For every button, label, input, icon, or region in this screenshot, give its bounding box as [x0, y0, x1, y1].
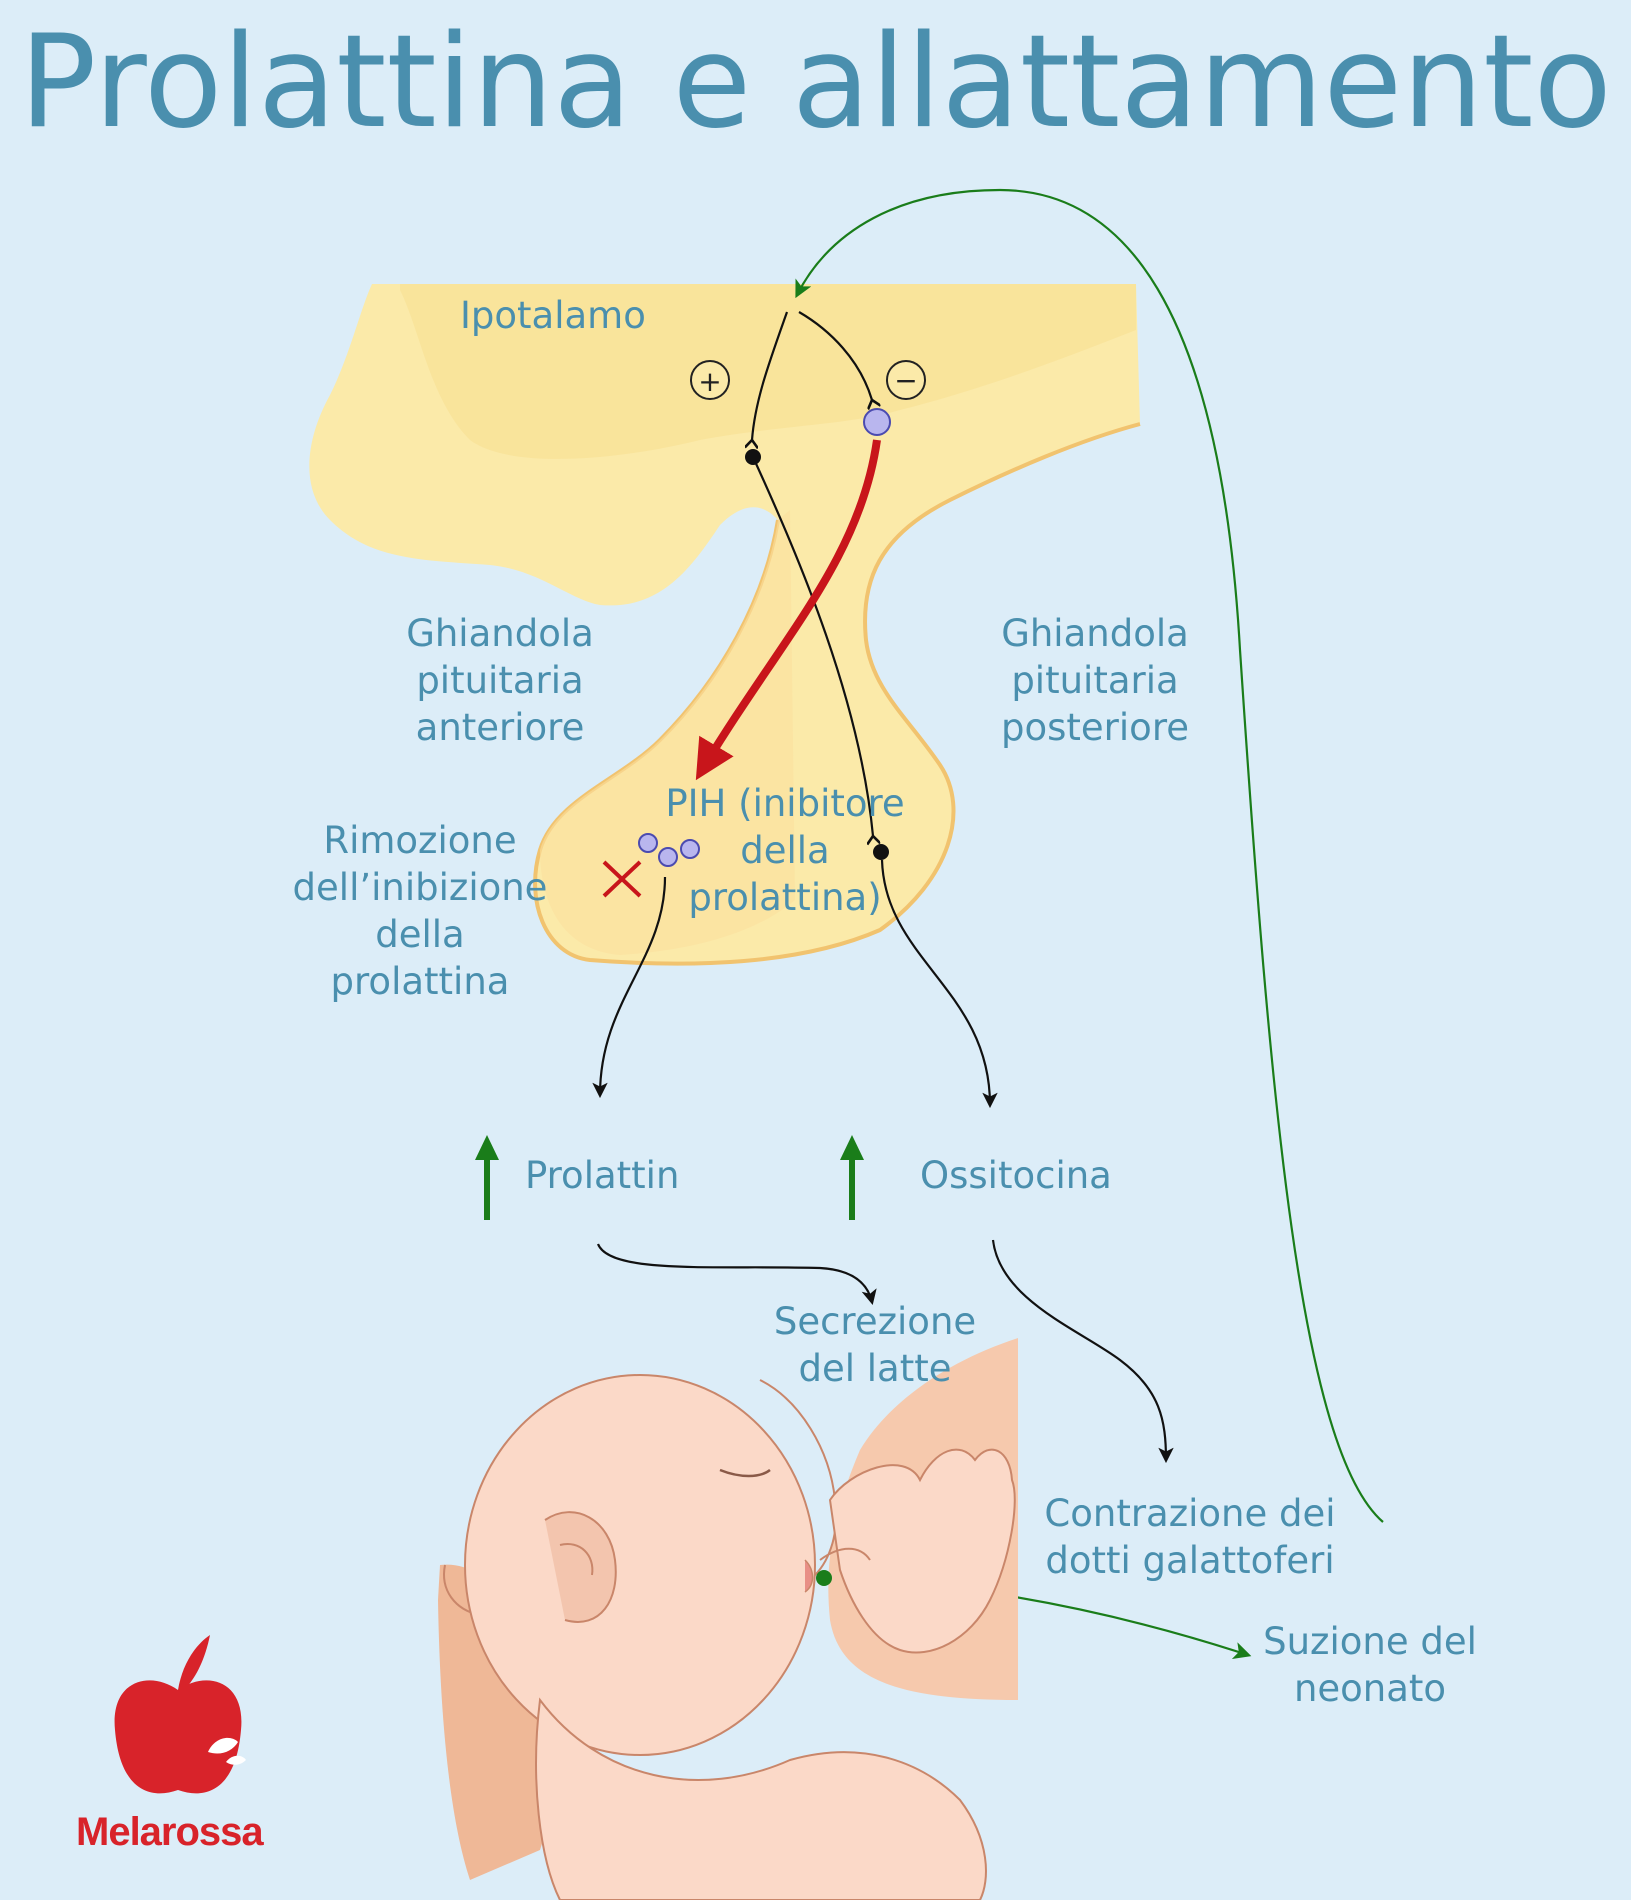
inhibition-removed-x-icon [602, 860, 642, 898]
label-anterior-pituitary: Ghiandola pituitaria anteriore [406, 612, 594, 749]
excitatory-symbol: + [690, 360, 730, 400]
synapse-dot-lower [873, 844, 889, 860]
pih-terminal [863, 408, 891, 436]
label-infant-suckling: Suzione del neonato [1263, 1620, 1477, 1710]
melarossa-logo [114, 1635, 246, 1794]
label-posterior-pituitary: Ghiandola pituitaria posteriore [1001, 612, 1189, 749]
synapse-dot-upper [745, 449, 761, 465]
neuron-right [798, 311, 872, 400]
inhibitory-symbol: − [886, 360, 926, 400]
label-hypothalamus: Ipotalamo [460, 294, 646, 337]
hypothalamus-shape [309, 284, 1141, 966]
melarossa-brand: Melarossa [76, 1810, 264, 1854]
svg-text:−: − [894, 364, 917, 397]
label-duct-contraction: Contrazione dei dotti galattoferi [1044, 1492, 1336, 1582]
prolactin-increase-arrow [475, 1135, 499, 1220]
feedback-loop-arrow [795, 188, 1384, 1523]
arrow-to-duct-contraction [991, 1239, 1174, 1464]
label-pih: PIH (inibitore della prolattina) [665, 782, 905, 919]
arrow-to-oxytocin [880, 859, 998, 1109]
pih-red-arrow [695, 439, 881, 781]
label-prolactin: Prolattin [525, 1154, 680, 1197]
label-oxytocin: Ossitocina [920, 1154, 1112, 1197]
neuron-left [752, 311, 789, 440]
suckling-point [816, 1570, 832, 1586]
label-milk-secretion: Secrezione del latte [773, 1300, 977, 1390]
arrow-to-milk-secretion [596, 1243, 877, 1305]
label-inhibition-removal: Rimozione dell’inibizione della prolatti… [292, 819, 548, 1003]
breastfeeding-illustration [438, 1338, 1018, 1900]
pih-molecules [638, 833, 700, 867]
arrow-to-prolactin [592, 876, 667, 1099]
oxytocin-increase-arrow [840, 1135, 864, 1220]
page-title: Prolattina e allattamento [19, 8, 1612, 157]
svg-text:+: + [698, 365, 721, 398]
neuron-posterior [751, 456, 873, 836]
